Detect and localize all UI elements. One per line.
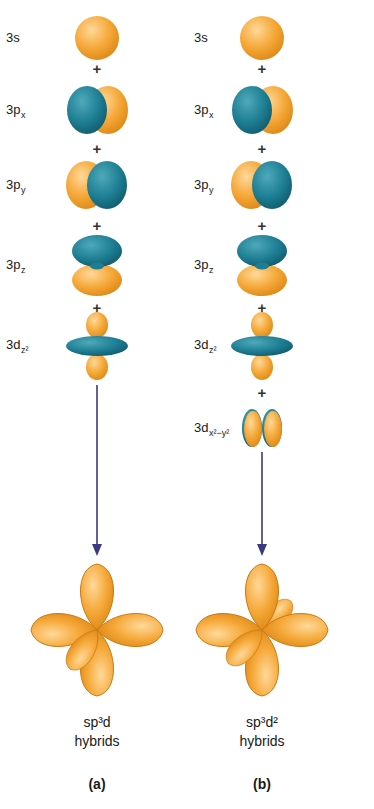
orbital-subscript: z² [21,345,29,356]
orbital-label: 3p [194,102,208,118]
orbital-subscript: y [209,185,214,196]
plus-sign: + [93,140,102,158]
orbital-label: 3d [6,337,20,353]
orbital-subscript: x [21,110,26,121]
plus-sign: + [258,217,267,235]
orbital-subscript: x²−y² [209,428,229,439]
orbital-subscript: x [209,110,214,121]
hybrid-label: sp³d [83,714,110,731]
plus-sign: + [258,384,267,402]
orbital-subscript: z² [209,345,217,356]
hybrid-label: sp³d² [246,714,278,731]
orbital-label: 3p [194,177,208,193]
orbital-label: 3p [194,257,208,273]
orbital-label: 3s [194,30,208,46]
orbital-label: 3p [6,257,20,273]
orbital-label: 3s [6,30,20,46]
orbital-label: 3d [194,337,208,353]
orbital-subscript: y [21,185,26,196]
plus-sign: + [93,217,102,235]
orbital-subscript: z [21,265,26,276]
orbital-label: 3p [6,102,20,118]
plus-sign: + [93,299,102,317]
plus-sign: + [258,140,267,158]
plus-sign: + [258,60,267,78]
orbital-label: 3d [194,420,208,436]
panel-letter: (a) [88,776,105,793]
hybrid-label: hybrids [239,733,284,750]
orbital-label: 3p [6,177,20,193]
panel-letter: (b) [253,776,271,793]
orbital-subscript: z [209,265,214,276]
plus-sign: + [93,60,102,78]
plus-sign: + [258,299,267,317]
hybrid-label: hybrids [74,733,119,750]
